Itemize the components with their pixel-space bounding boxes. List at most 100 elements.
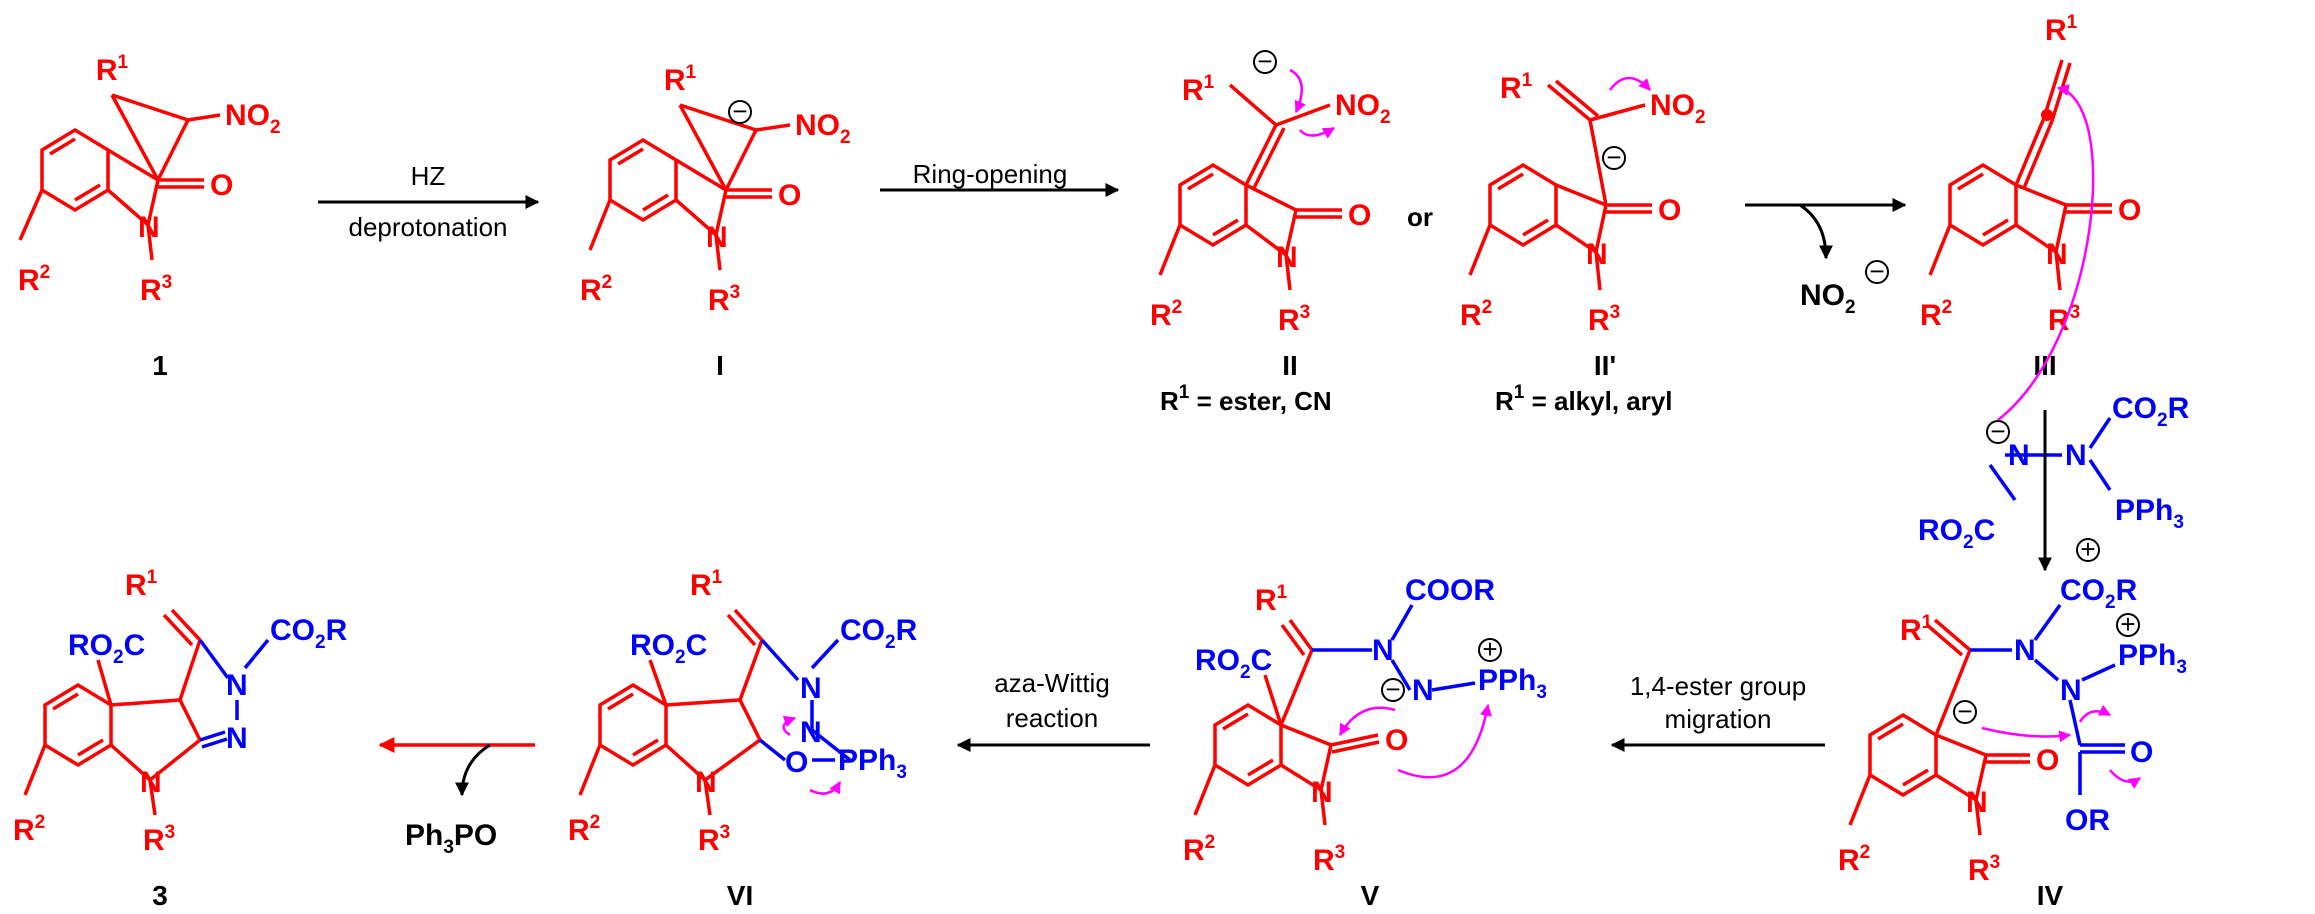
svg-text:N: N [706,221,728,254]
intermediate-IV [1848,618,2030,836]
condition-deprotonation: deprotonation [348,212,507,242]
svg-text:+: + [2080,534,2095,564]
svg-text:R1: R1 [1255,582,1288,617]
intermediate-II [1158,83,1342,291]
svg-text:O: O [785,746,808,779]
svg-text:R3: R3 [140,272,172,307]
svg-text:CO2R: CO2R [840,614,918,653]
label-1: 1 [152,350,168,381]
svg-text:O: O [778,179,801,212]
svg-text:N: N [800,672,822,705]
svg-text:R3: R3 [143,822,175,857]
V-P-plus: + [1478,634,1502,664]
svg-text:N: N [226,722,248,755]
svg-text:PPh3: PPh3 [2118,639,2187,678]
allene-center-dot [2041,109,2053,121]
svg-text:N: N [1412,674,1434,707]
label-II: II [1282,350,1298,381]
label-VI: VI [727,880,753,911]
nitrite-charge: − [1865,256,1889,286]
svg-text:CO2R: CO2R [2112,392,2190,431]
svg-text:O: O [2118,194,2141,227]
intermediate-II-prime [1468,79,1652,291]
svg-text:N: N [2060,674,2082,707]
svg-text:N: N [140,766,162,799]
svg-text:R3: R3 [1588,302,1620,337]
svg-text:−: − [1990,416,2005,446]
note-II: R1 = ester, CN [1160,382,1332,416]
svg-text:R1: R1 [1500,70,1533,105]
svg-text:R3: R3 [1313,842,1345,877]
svg-text:O: O [210,169,233,202]
or-text: or [1407,202,1433,232]
svg-text:N: N [695,766,717,799]
II-anion-charge: − [1253,46,1277,76]
svg-text:RO2C: RO2C [68,629,145,668]
byproduct-nitrite: NO2 [1800,279,1856,318]
svg-text:−: − [1869,256,1884,286]
curved-arrow-ph3po-loss [455,743,491,797]
electron-arrow-IV-b [2078,704,2112,723]
svg-text:R2: R2 [1150,297,1182,332]
svg-text:N: N [226,669,248,702]
svg-text:N: N [2014,634,2036,667]
svg-text:R2: R2 [568,812,600,847]
svg-text:−: − [1257,46,1272,76]
electron-arrow-IIp [1609,76,1651,91]
svg-text:CO2R: CO2R [270,614,348,653]
svg-text:N: N [2065,439,2087,472]
svg-text:R2: R2 [1183,832,1215,867]
svg-text:NO2: NO2 [225,99,281,138]
label-IV: IV [2037,880,2064,911]
condition-ester-migration-1: 1,4-ester group [1630,671,1806,701]
svg-text:R3: R3 [698,822,730,857]
svg-text:R2: R2 [13,812,45,847]
svg-text:N: N [1276,241,1298,274]
svg-text:N: N [1311,776,1333,809]
note-II-prime: R1 = alkyl, aryl [1495,382,1673,416]
byproduct-ph3po: Ph3PO [405,819,497,858]
electron-arrow-II-a [1289,68,1306,114]
svg-text:−: − [1385,674,1400,704]
svg-text:CO2R: CO2R [2060,574,2138,613]
svg-text:NO2: NO2 [1335,89,1391,128]
svg-text:NO2: NO2 [1650,89,1706,128]
svg-text:R1: R1 [690,567,723,602]
svg-text:R2: R2 [1920,297,1952,332]
svg-text:+: + [2120,609,2135,639]
condition-hz: HZ [411,161,446,191]
intermediate-III [1928,59,2112,291]
svg-text:R2: R2 [580,272,612,307]
svg-text:R1: R1 [96,52,129,87]
IIp-anion-charge: − [1602,142,1626,172]
svg-text:N: N [1586,238,1608,271]
condition-reaction: reaction [1006,703,1099,733]
svg-text:N: N [2046,238,2068,271]
svg-text:N: N [1372,634,1394,667]
reagent-N-minus: − [1986,416,2010,446]
svg-text:PPh3: PPh3 [2115,494,2184,533]
svg-text:O: O [2130,736,2153,769]
curved-arrow-nitrite-loss [1799,203,1833,260]
IV-carbanion-charge: − [1953,696,1977,726]
condition-aza-wittig: aza-Wittig [994,668,1110,698]
svg-text:+: + [1482,634,1497,664]
svg-text:R1: R1 [1900,612,1933,647]
svg-text:R1: R1 [2045,12,2078,47]
svg-text:R3: R3 [2048,302,2080,337]
svg-text:NO2: NO2 [795,109,851,148]
electron-arrow-IV-a [1981,726,2072,743]
condition-ring-opening: Ring-opening [913,159,1068,189]
svg-text:R2: R2 [1460,297,1492,332]
reagent-P-plus: + [2076,534,2100,564]
svg-text:R2: R2 [18,262,50,297]
svg-text:N: N [800,716,822,749]
electron-arrow-II-b [1299,126,1336,139]
intermediate-V [1193,618,1380,826]
svg-text:COOR: COOR [1405,574,1495,607]
condition-ester-migration-2: migration [1665,704,1772,734]
label-II-prime: II' [1594,350,1616,381]
svg-text:−: − [1606,142,1621,172]
svg-text:RO2C: RO2C [1918,514,1995,553]
svg-text:PPh3: PPh3 [838,744,907,783]
